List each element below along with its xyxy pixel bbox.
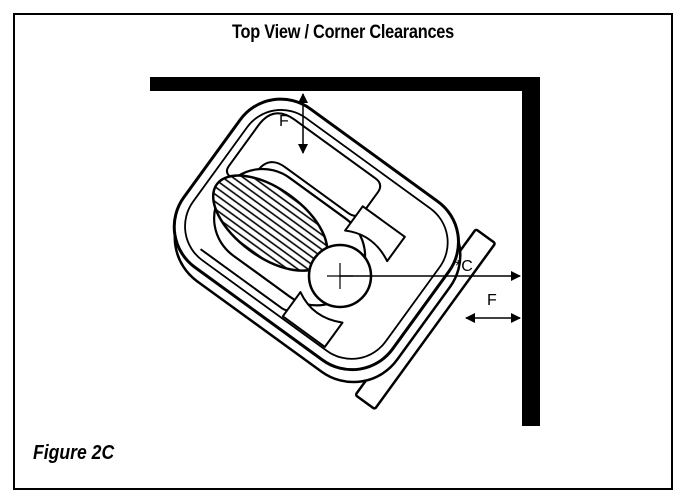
knob-housing-top	[344, 205, 406, 263]
figure-caption: Figure 2C	[33, 442, 115, 464]
corner-walls	[150, 77, 540, 426]
top-clearance-label: F	[279, 113, 289, 130]
knob-housing-bottom	[281, 291, 344, 348]
figure-title: Top View / Corner Clearances	[232, 22, 454, 43]
appliance-outline	[172, 97, 496, 410]
center-clearance-label: *C	[455, 258, 473, 275]
side-wall	[522, 77, 540, 426]
back-wall	[150, 77, 540, 91]
side-clearance-label: F	[487, 292, 497, 309]
